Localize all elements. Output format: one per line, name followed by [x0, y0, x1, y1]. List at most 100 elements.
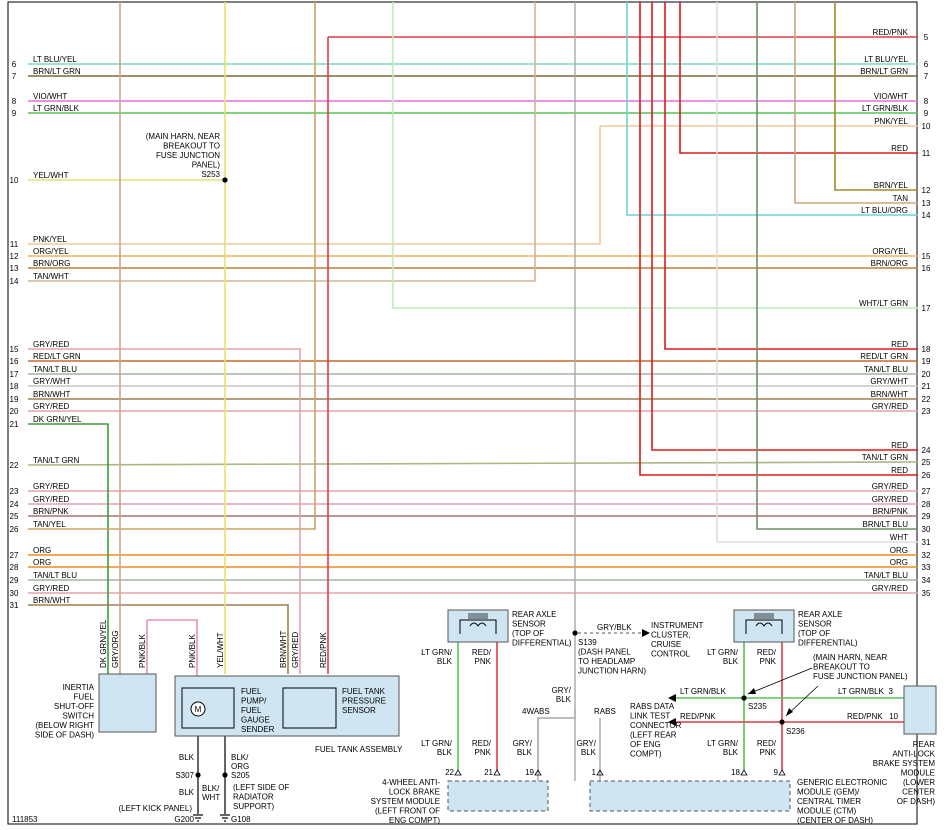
wire-label: LT GRN/: [707, 648, 739, 657]
leader-line: [747, 667, 813, 695]
wire-label: BLK: [517, 748, 533, 757]
rear-axle-sensor-label: (TOP OF: [798, 629, 830, 638]
inertia-wire-label: DK GRN/YEL: [99, 619, 108, 668]
component-layer: [98, 177, 937, 822]
fuel-pump-label: PUMP/: [241, 697, 267, 706]
right-wire-label: BRN/WHT: [871, 390, 908, 399]
s253-note: FUSE JUNCTION: [156, 151, 220, 160]
right-wire-label: BRN/LT GRN: [860, 67, 908, 76]
wire-label: GRY/: [552, 686, 572, 695]
wire-label: PNK: [475, 748, 492, 757]
right-wire-label: RED: [891, 441, 908, 450]
s253-note: PANEL): [192, 161, 221, 170]
inertia-wire-label: PNK/BLK: [138, 634, 147, 668]
right-wire-label: BRN/ORG: [871, 259, 908, 268]
rear-axle-sensor-label: (TOP OF: [512, 629, 544, 638]
wire-label: LT GRN/BLK: [680, 687, 727, 696]
ground-wire-label: ORG: [231, 762, 249, 771]
right-wire-number: 26: [922, 471, 931, 480]
harness-wire: [28, 126, 601, 245]
right-wire-number: 10: [922, 122, 931, 131]
harness-wire: [28, 2, 316, 530]
fuel-tank-assembly-label: FUEL TANK ASSEMBLY: [315, 745, 403, 754]
harness-wire: [651, 2, 918, 451]
left-wire-label: TAN/YEL: [33, 520, 66, 529]
wire-label: RED/PNK: [847, 712, 883, 721]
right-wire-number: 6: [924, 60, 929, 69]
gem-module-box: [589, 780, 791, 812]
s307-splice-dot: [195, 772, 201, 778]
s253-note: (MAIN HARN, NEAR: [146, 132, 220, 141]
left-wire-number: 7: [12, 72, 17, 81]
ground-wire-label: BLK: [179, 788, 195, 797]
left-wire-number: 20: [10, 407, 19, 416]
left-wire-label: GRY/RED: [33, 340, 70, 349]
instrument-cluster-label: CONTROL: [651, 650, 691, 659]
pin-arrow-icon: [493, 769, 501, 776]
left-wire-label: GRY/RED: [33, 402, 70, 411]
s235-splice-dot: [741, 695, 747, 701]
right-wire-number: 20: [922, 370, 931, 379]
rear-axle-sensor-label: SENSOR: [798, 620, 832, 629]
right-wire-label: WHT/LT GRN: [859, 299, 908, 308]
left-wire-label: ORG/YEL: [33, 247, 69, 256]
instrument-cluster-label: CLUSTER,: [651, 631, 691, 640]
left-wire-number: 27: [10, 551, 19, 560]
rabs-connector-label: OF ENG: [630, 740, 661, 749]
right-wire-number: 27: [922, 487, 931, 496]
figure-id: 111853: [12, 815, 38, 824]
gem-module-label: GENERIC ELECTRONIC: [797, 778, 887, 787]
s307-label: S307: [175, 771, 194, 780]
rabs-connector-label: (LEFT REAR: [630, 731, 677, 740]
fwabs-module-box: [447, 780, 549, 812]
wire-label: GRY/: [577, 739, 597, 748]
pin-number: 9: [774, 768, 779, 777]
ground-wire-label: BLK/: [231, 753, 249, 762]
pin-number: 18: [731, 768, 740, 777]
fuel-tank-wire-label: BRN/WHT: [279, 631, 288, 668]
wire-label: LT GRN/BLK: [838, 687, 885, 696]
wire-label: RED/: [472, 739, 492, 748]
inertia-switch-name: SWITCH: [62, 712, 94, 721]
fwabs-module-label: ENG COMPT): [389, 816, 440, 825]
wire-label: BLK: [437, 748, 453, 757]
left-wire-label: TAN/LT BLU: [33, 571, 77, 580]
left-wire-number: 24: [10, 500, 19, 509]
fuel-tank-wire-label: PNK/BLK: [188, 634, 197, 668]
harness-wire: [28, 604, 289, 674]
wire-label: BLK: [581, 748, 597, 757]
right-wire-label: GRY/WHT: [870, 377, 908, 386]
sensor-coil-icon: [469, 622, 487, 627]
right-wire-label: LT BLU/YEL: [864, 55, 908, 64]
left-wire-label: GRY/RED: [33, 584, 70, 593]
left-wire-number: 6: [12, 60, 17, 69]
pin-arrow-icon: [778, 769, 786, 776]
left-wire-number: 15: [10, 345, 19, 354]
arrow-right-icon: [642, 629, 650, 637]
right-wire-number: 13: [922, 199, 931, 208]
left-wire-label: VIO/WHT: [33, 92, 67, 101]
rear-axle-sensor-label: SENSOR: [512, 620, 546, 629]
fwabs-module-label: SYSTEM MODULE: [371, 797, 440, 806]
right-wire-number: 11: [922, 149, 931, 158]
right-wire-number: 24: [922, 446, 931, 455]
radiator-note: (LEFT SIDE OF: [233, 783, 289, 792]
abs4-branch-label: 4WABS: [522, 707, 550, 716]
fuel-tank-wire-label: RED/PNK: [319, 632, 328, 668]
left-wire-number: 31: [10, 601, 19, 610]
left-wire-label: YEL/WHT: [33, 171, 69, 180]
wire-label: GRY/BLK: [597, 623, 632, 632]
harness-wire: [28, 423, 109, 674]
right-wire-number: 32: [922, 551, 931, 560]
right-wire-label: ORG/YEL: [872, 247, 908, 256]
s253-note: BREAKOUT TO: [163, 142, 220, 151]
right-wire-number: 17: [922, 304, 931, 313]
main-harn-note: FUSE JUNCTION PANEL): [813, 672, 908, 681]
left-wire-label: BRN/ORG: [33, 259, 70, 268]
left-wire-label: LT BLU/YEL: [33, 55, 77, 64]
rear-axle-sensor-label: REAR AXLE: [512, 610, 556, 619]
connector-arrow-icon: [668, 694, 676, 702]
left-wire-label: BRN/WHT: [33, 596, 70, 605]
